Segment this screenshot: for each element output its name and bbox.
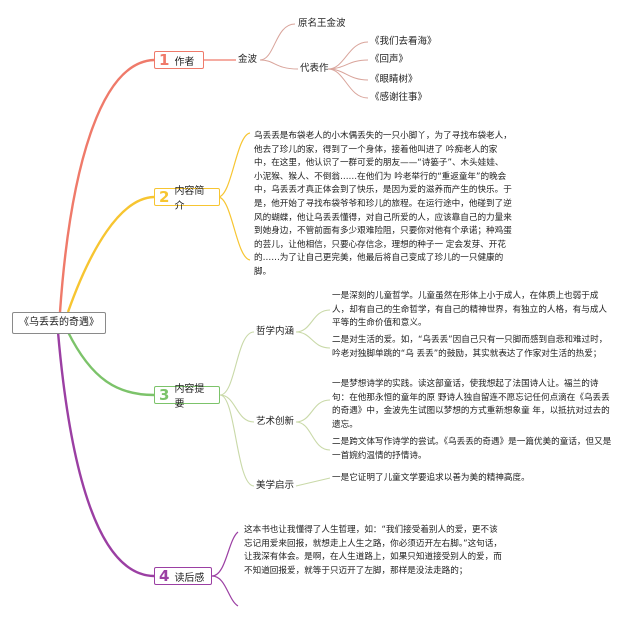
branch-reflection[interactable]: 4 读后感: [154, 567, 212, 585]
work-item[interactable]: 《眼睛树》: [370, 74, 418, 85]
works-label[interactable]: 代表作: [300, 63, 329, 74]
branch-4-connector: [56, 331, 155, 578]
author-name[interactable]: 金波: [238, 54, 258, 65]
author-connectors: [259, 23, 369, 99]
branch-number: 1: [159, 51, 170, 69]
work-item[interactable]: 《回声》: [370, 54, 409, 65]
branch-number: 4: [159, 567, 170, 585]
reflection-text[interactable]: 这本书也让我懂得了人生哲理，如：“我们接受着别人的爱，更不该忘记用爱来回报，就想…: [244, 525, 502, 576]
branch-label: 作者: [174, 56, 195, 68]
branch-1-connector: [58, 58, 155, 313]
branch-label: 内容简介: [174, 186, 205, 212]
branch-2-tail: [217, 132, 251, 261]
philosophy-item-1[interactable]: 一是深刻的儿童哲学。儿童虽然在形体上小于成人，在体质上也弱于成人，却有自己的生命…: [332, 291, 608, 329]
aesthetics-item-1[interactable]: 一是它证明了儿童文学要追求以善为美的精神高度。: [332, 473, 530, 483]
branch-label: 读后感: [174, 572, 205, 584]
work-item[interactable]: 《我们去看海》: [370, 36, 437, 47]
section-aesthetics-label[interactable]: 美学启示: [256, 480, 295, 491]
summary-text[interactable]: 乌丢丢是布袋老人的小木偶丢失的一只小脚丫，为了寻找布袋老人，他去了珍儿的家，得到…: [254, 131, 512, 277]
section-philosophy-label[interactable]: 哲学内涵: [256, 326, 295, 337]
art-item-2[interactable]: 二是跨文体写作诗学的尝试。《乌丢丢的奇遇》是一篇优美的童话，但又是一首婉约温情的…: [332, 437, 612, 461]
author-original-name[interactable]: 原名王金波: [298, 18, 346, 29]
branch-outline[interactable]: 3 内容提要: [154, 384, 220, 410]
branch-number: 3: [159, 386, 170, 404]
branch-number: 2: [159, 188, 170, 206]
branch-author[interactable]: 1 作者: [154, 51, 204, 69]
work-item[interactable]: 《感谢往事》: [370, 92, 428, 103]
outline-connectors: [219, 309, 331, 487]
art-item-1[interactable]: 一是梦想诗学的实践。读这部童话，使我想起了法国诗人让。福兰的诗句：在他那永恒的童…: [332, 379, 610, 430]
philosophy-item-2[interactable]: 二是对生活的爱。如，“乌丢丢”因自己只有一只脚而感到自悲和难过时，吟老对独脚单跳…: [332, 335, 608, 359]
root-node[interactable]: 《乌丢丢的奇遇》: [12, 312, 106, 334]
branch-2-connector: [66, 195, 155, 313]
branch-3-connector: [66, 331, 155, 397]
branch-label: 内容提要: [174, 384, 205, 410]
branch-summary[interactable]: 2 内容简介: [154, 186, 220, 212]
section-art-label[interactable]: 艺术创新: [256, 416, 295, 427]
branch-4-tail: [211, 531, 239, 607]
